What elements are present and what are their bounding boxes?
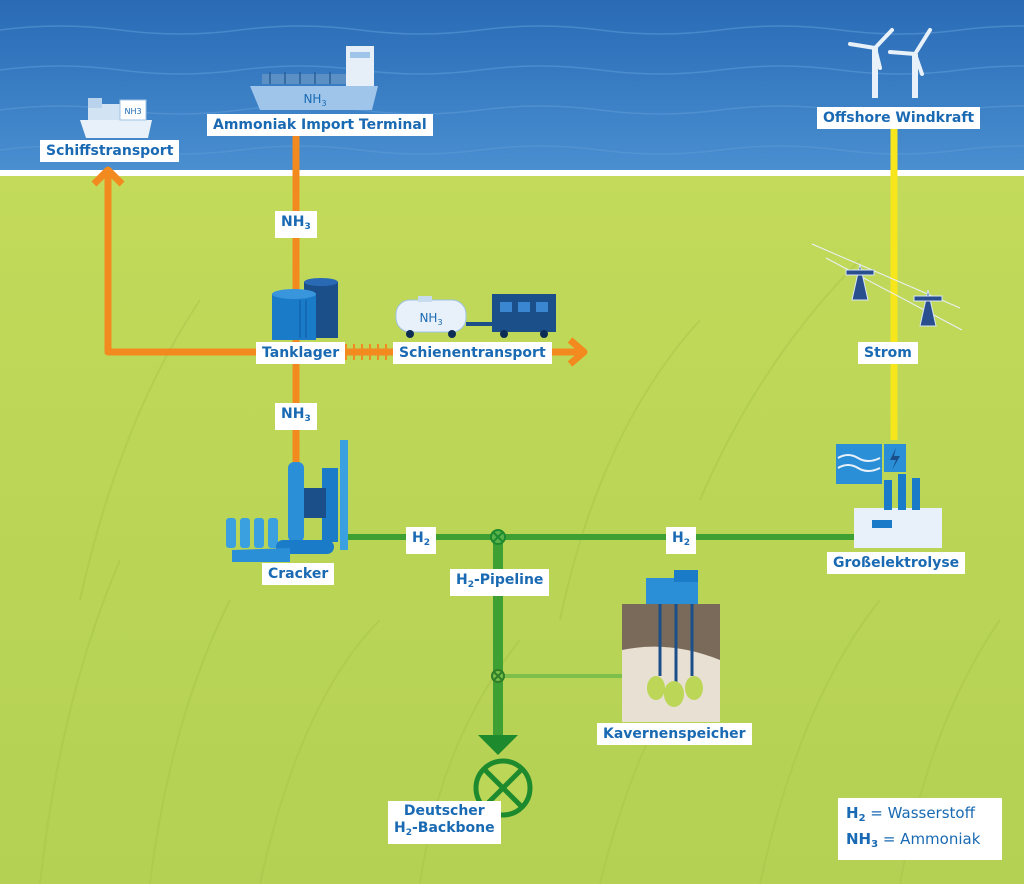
tanker-ship-label: NH3 xyxy=(303,92,326,108)
cavern-storage-icon xyxy=(622,570,720,722)
tanker-ship-icon: NH3 xyxy=(250,46,378,110)
label-schiffstransport: Schiffstransport xyxy=(40,140,180,162)
electrolyser-plant-icon xyxy=(836,444,942,548)
wind-turbine-icon xyxy=(848,28,932,98)
rail-train-icon: NH3 xyxy=(395,294,556,338)
label-nh3-top: NH3 xyxy=(275,211,317,238)
legend-nh3: NH3 = Ammoniak xyxy=(846,830,981,850)
label-strom: Strom xyxy=(858,342,918,364)
label-tanklager: Tanklager xyxy=(256,342,346,364)
backbone-line-2: H2-Backbone xyxy=(394,820,495,838)
legend-box: H2 = Wasserstoff NH3 = Ammoniak xyxy=(838,798,1002,860)
legend-h2: H2 = Wasserstoff xyxy=(846,804,975,824)
sea-waves xyxy=(0,25,1024,155)
label-nh3-mid: NH3 xyxy=(275,403,317,430)
label-offshore-wind: Offshore Windkraft xyxy=(817,107,981,129)
shoreline xyxy=(0,170,1024,176)
label-deutscher-backbone: Deutscher H2-Backbone xyxy=(388,801,501,844)
label-h2-left: H2 xyxy=(406,527,436,554)
label-schienentransport: Schienentransport xyxy=(393,342,552,364)
backbone-line-1: Deutscher xyxy=(403,803,485,819)
power-pylon-icon xyxy=(811,243,963,331)
rail-ties xyxy=(345,344,387,360)
valve-junction xyxy=(490,529,506,545)
label-cracker: Cracker xyxy=(262,563,335,585)
tank-storage-icon xyxy=(272,278,338,340)
label-h2-right: H2 xyxy=(666,527,696,554)
label-import-terminal: Ammoniak Import Terminal xyxy=(207,114,433,136)
arrow-up-schiffstransport xyxy=(91,166,125,187)
cracker-plant-icon xyxy=(226,440,348,562)
arrow-down-backbone xyxy=(478,735,518,755)
label-kavernenspeicher: Kavernenspeicher xyxy=(597,723,752,745)
train-tank-label: NH3 xyxy=(419,311,442,327)
arrow-right-schienentransport xyxy=(567,337,588,367)
valve-storage xyxy=(491,669,505,683)
small-ship-icon: NH3 xyxy=(80,98,152,138)
ammonia-line-to-ship xyxy=(104,172,296,356)
small-ship-label: NH3 xyxy=(124,107,141,116)
label-grosselektrolyse: Großelektrolyse xyxy=(827,552,966,574)
label-h2-pipeline: H2-Pipeline xyxy=(450,569,550,596)
